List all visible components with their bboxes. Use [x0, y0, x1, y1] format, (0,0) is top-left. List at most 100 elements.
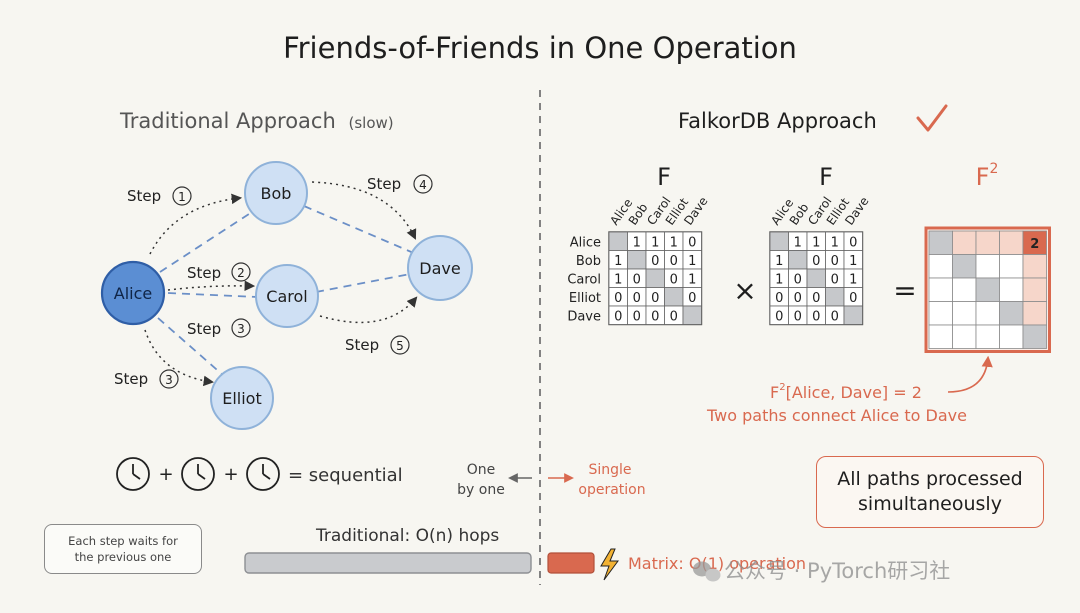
step-number-3a: 3	[237, 322, 245, 336]
matrix-f2-label: F2	[976, 161, 999, 191]
matrix-cell	[825, 287, 845, 307]
step-number-4-circle	[413, 174, 433, 194]
matrix-cell	[769, 231, 789, 251]
result-matrix-cell	[999, 277, 1024, 302]
matrix-row-label: Bob	[576, 254, 601, 269]
wechat-icon	[693, 561, 721, 582]
matrix-cell-value: 1	[812, 235, 820, 250]
node-bob: Bob	[244, 161, 308, 225]
page-title: Friends-of-Friends in One Operation	[283, 31, 797, 65]
matrix-complexity-label: Matrix: O(1) operation	[628, 554, 806, 573]
result-matrix-cell	[952, 230, 977, 255]
traditional-heading-text: Traditional Approach	[119, 109, 336, 133]
result-matrix-cell	[999, 254, 1024, 279]
annotation-prefix: F	[770, 383, 779, 402]
node-dave-label: Dave	[419, 259, 460, 278]
step-number-5-circle	[390, 335, 410, 355]
result-matrix-cell	[999, 301, 1024, 326]
annotation-arrow	[947, 355, 993, 393]
step-number-2-circle	[231, 262, 251, 282]
matrix-cell-value: 0	[614, 309, 622, 324]
clock-icon	[116, 457, 150, 491]
step-number-2: 2	[237, 266, 245, 280]
node-dave: Dave	[407, 235, 473, 301]
result-matrix-cell	[928, 254, 953, 279]
result-matrix-cell	[928, 301, 953, 326]
matrix-cell-value: 0	[670, 254, 678, 269]
matrix-cell-value: 1	[831, 235, 839, 250]
falkordb-heading: FalkorDB Approach	[678, 109, 877, 133]
step-number-1-circle	[172, 186, 192, 206]
matrix-cell-value: 1	[794, 235, 802, 250]
clock-icon	[181, 457, 215, 491]
matrix-cell-value: 1	[688, 272, 696, 287]
matrix-cell-value: 0	[849, 235, 857, 250]
matrix-cell	[806, 268, 826, 288]
result-matrix-cell	[975, 254, 1000, 279]
matrix-cell-value: 1	[849, 254, 857, 269]
matrix-cell-value: 0	[831, 254, 839, 269]
multiply-sign: ×	[733, 274, 756, 307]
matrix-f2-exp: 2	[989, 161, 998, 177]
result-matrix-cell	[999, 324, 1024, 349]
graph-edges	[157, 205, 417, 377]
result-matrix-cell	[999, 230, 1024, 255]
result-matrix-cell	[952, 254, 977, 279]
step-arrow-3	[144, 329, 215, 387]
matrix-f-label-2: F	[819, 163, 833, 191]
result-value: 2	[1030, 237, 1039, 252]
matrix-cell-value: 1	[651, 235, 659, 250]
matrix-cell-value: 0	[688, 235, 696, 250]
matrix-cell-value: 0	[794, 291, 802, 306]
edge-alice-carol	[167, 292, 259, 298]
all-paths-box: All paths processed simultaneously	[816, 456, 1044, 528]
result-matrix-cell	[1022, 301, 1047, 326]
matrix-f2-base: F	[976, 163, 990, 191]
step-number-1: 1	[178, 190, 186, 204]
node-elliot-circle	[210, 366, 274, 430]
matrix-cell-value: 0	[775, 291, 783, 306]
plus-sign-1: +	[158, 464, 173, 485]
matrix-cell-value: 0	[812, 291, 820, 306]
matrix-cell-value: 0	[831, 309, 839, 324]
check-icon	[916, 104, 948, 132]
single-operation-line1: Single	[588, 462, 631, 478]
graph-nodes: Alice Bob Carol Dave Elliot	[100, 161, 473, 430]
matrix-cell-value: 0	[651, 309, 659, 324]
matrix-cell-value: 0	[651, 291, 659, 306]
step-label-4: Step	[367, 175, 401, 193]
sequential-label: = sequential	[288, 465, 403, 486]
matrix-cell-value: 0	[831, 272, 839, 287]
matrix-cell-value: 0	[775, 309, 783, 324]
step-number-3a-circle	[231, 318, 251, 338]
matrix-cell-value: 0	[670, 272, 678, 287]
one-by-one-line1: One	[467, 462, 496, 478]
result-matrix-cell	[975, 301, 1000, 326]
matrix-cell-value: 1	[775, 254, 783, 269]
node-carol-label: Carol	[266, 287, 307, 306]
edge-alice-elliot	[157, 317, 225, 377]
traditional-heading: Traditional Approach (slow)	[119, 109, 394, 133]
matrix-row-label: Carol	[567, 272, 601, 287]
result-matrix-cell	[952, 324, 977, 349]
node-bob-circle	[244, 161, 308, 225]
matrix-f-squared: 2	[924, 226, 1051, 353]
one-by-one-line2: by one	[457, 482, 505, 498]
note-box: Each step waits for the previous one	[44, 524, 202, 574]
matrix-row-label: Dave	[567, 309, 601, 324]
node-elliot-label: Elliot	[222, 389, 262, 408]
result-matrix-cell	[975, 277, 1000, 302]
result-matrix-cell	[952, 277, 977, 302]
edge-carol-dave	[315, 273, 411, 293]
step-arrow-1	[149, 193, 243, 255]
matrix-cell-value: 0	[794, 309, 802, 324]
matrix-cell-value: 1	[633, 235, 641, 250]
matrix-f-label-1: F	[657, 163, 671, 191]
traditional-complexity-bar	[244, 552, 532, 574]
traditional-heading-note: (slow)	[348, 114, 393, 132]
matrix-cell	[645, 268, 665, 288]
step-number-5: 5	[396, 339, 404, 353]
